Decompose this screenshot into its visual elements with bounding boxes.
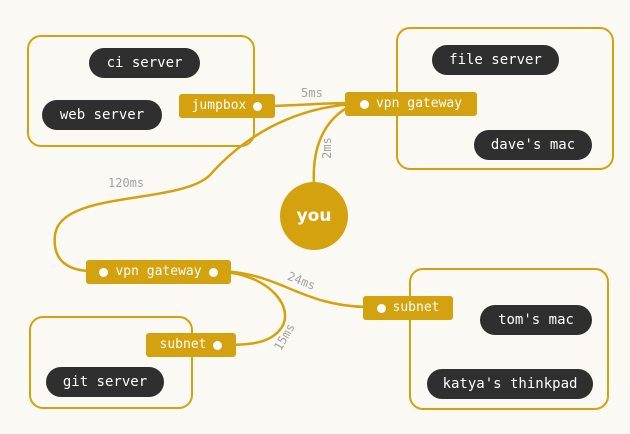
- group-top-left: [27, 35, 255, 147]
- link-you-vpn: [312, 103, 354, 187]
- group-bottom-left: [29, 316, 193, 409]
- connector-subnet-left[interactable]: subnet: [146, 333, 236, 357]
- vpn-gateway-bottom-port-dot-right: [208, 267, 218, 277]
- node-git-server[interactable]: git server: [46, 367, 164, 397]
- group-bottom-right: [409, 268, 609, 410]
- node-katyas-thinkpad[interactable]: katya's thinkpad: [427, 369, 593, 399]
- node-file-server[interactable]: file server: [432, 45, 559, 75]
- node-web-server[interactable]: web server: [42, 100, 162, 130]
- subnet-left-port-dot: [213, 340, 223, 350]
- link-vpn-subnet-right: [216, 269, 369, 309]
- subnet-left-label: subnet: [159, 337, 207, 352]
- node-ci-server[interactable]: ci server: [89, 48, 200, 78]
- link-vpn-vpn: [53, 102, 354, 273]
- subnet-right-label: subnet: [392, 300, 440, 315]
- latency-vpn-vpn: 120ms: [108, 176, 145, 190]
- connector-vpn-gateway-top[interactable]: vpn gateway: [345, 92, 477, 116]
- connector-vpn-gateway-bottom[interactable]: vpn gateway: [86, 260, 231, 284]
- connector-subnet-right[interactable]: subnet: [363, 296, 453, 320]
- jumpbox-port-dot: [253, 101, 263, 111]
- vpn-gateway-bottom-port-dot-left: [99, 267, 109, 277]
- link-vpn-subnet-left: [216, 270, 287, 347]
- vpn-gateway-bottom-label: vpn gateway: [115, 264, 202, 279]
- you-node[interactable]: you: [280, 182, 348, 250]
- jumpbox-label: jumpbox: [191, 98, 247, 113]
- node-daves-mac[interactable]: dave's mac: [474, 130, 592, 160]
- vpn-gateway-top-port-dot: [359, 99, 369, 109]
- latency-jumpbox-vpn: 5ms: [301, 86, 323, 100]
- subnet-right-port-dot: [376, 303, 386, 313]
- vpn-gateway-top-label: vpn gateway: [375, 96, 463, 111]
- latency-you-vpn: 2ms: [319, 137, 334, 159]
- connector-jumpbox[interactable]: jumpbox: [179, 94, 275, 118]
- node-toms-mac[interactable]: tom's mac: [480, 305, 592, 335]
